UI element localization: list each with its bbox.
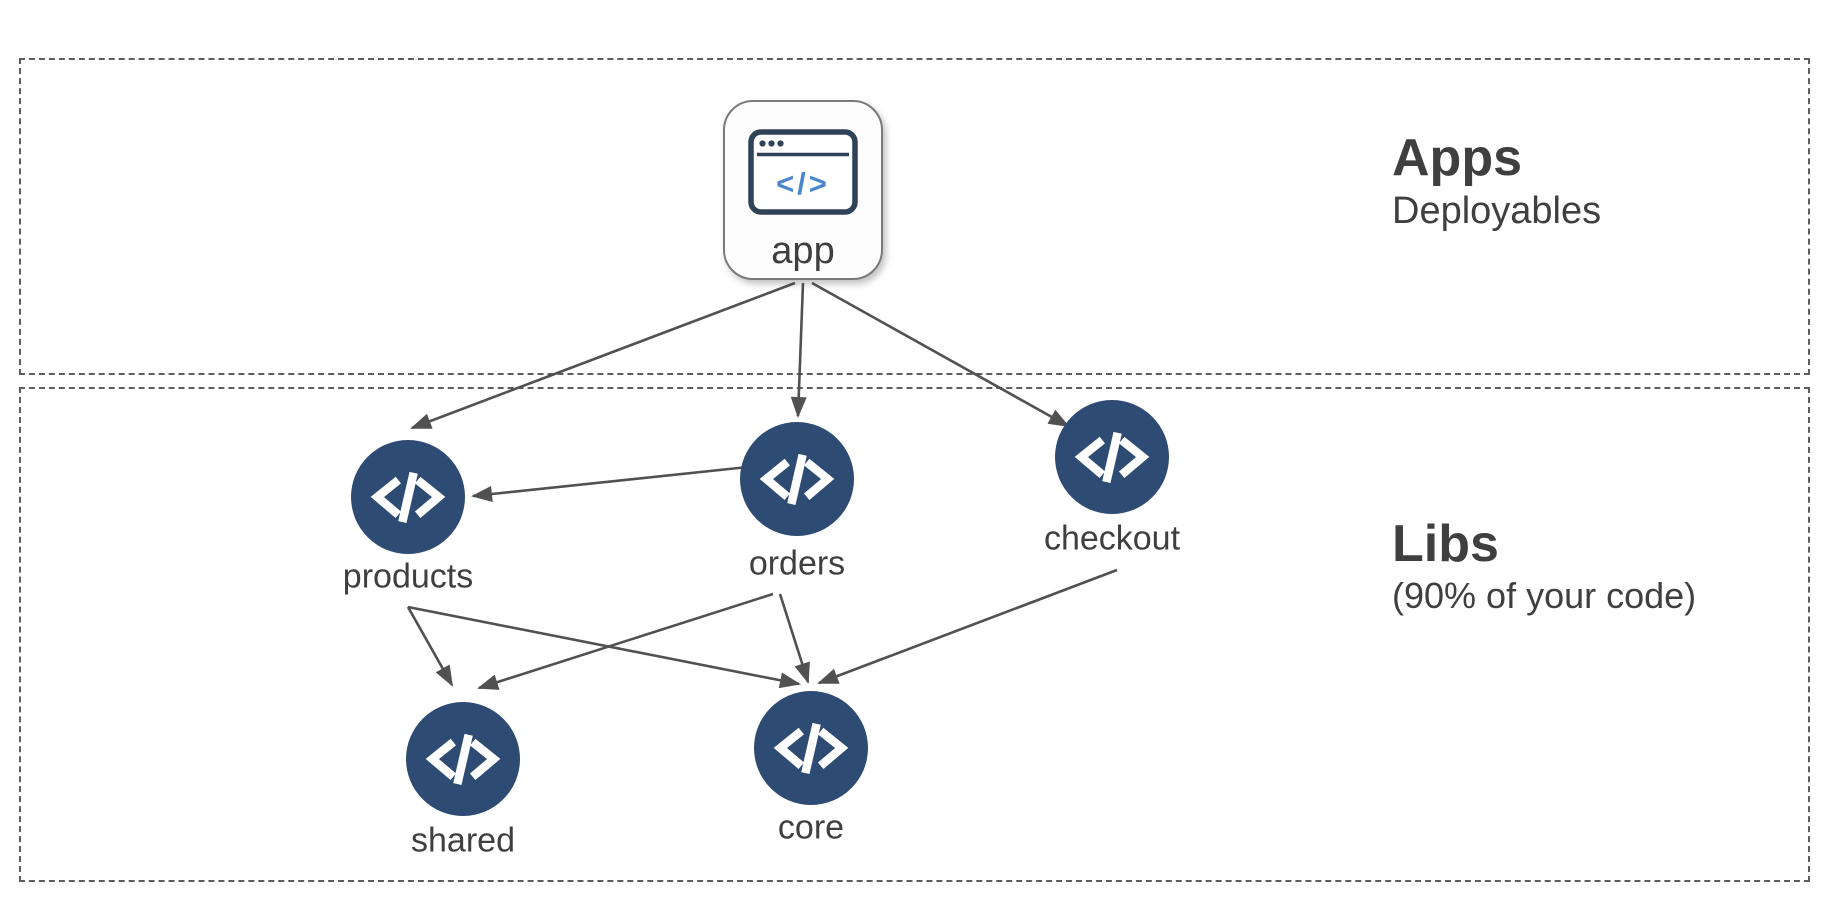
node-orders-label: orders [748,544,846,583]
node-core [754,691,868,805]
libs-region-label: Libs (90% of your code) [1392,514,1696,618]
apps-region-label: Apps Deployables [1392,128,1601,234]
node-shared-label: shared [411,821,515,860]
node-app-label: app [771,230,835,272]
node-checkout-label: checkout [1043,519,1181,558]
code-icon [759,453,835,505]
libs-region-title: Libs [1392,515,1499,573]
node-products-label: products [342,557,474,596]
libs-region-box [19,387,1810,882]
node-core-label: core [777,808,845,847]
code-icon [1074,431,1150,483]
code-glyph: </> [776,166,830,201]
code-icon [370,471,446,523]
apps-region-subtitle: Deployables [1392,190,1602,233]
node-checkout [1055,400,1169,514]
browser-code-icon: </> [748,129,858,215]
node-shared [406,702,520,816]
node-app: </> app [723,100,883,280]
node-orders [740,422,854,536]
libs-region-subtitle: (90% of your code) [1392,575,1697,617]
code-icon [773,722,849,774]
code-icon [425,733,501,785]
apps-region-title: Apps [1392,129,1522,187]
node-products [351,440,465,554]
